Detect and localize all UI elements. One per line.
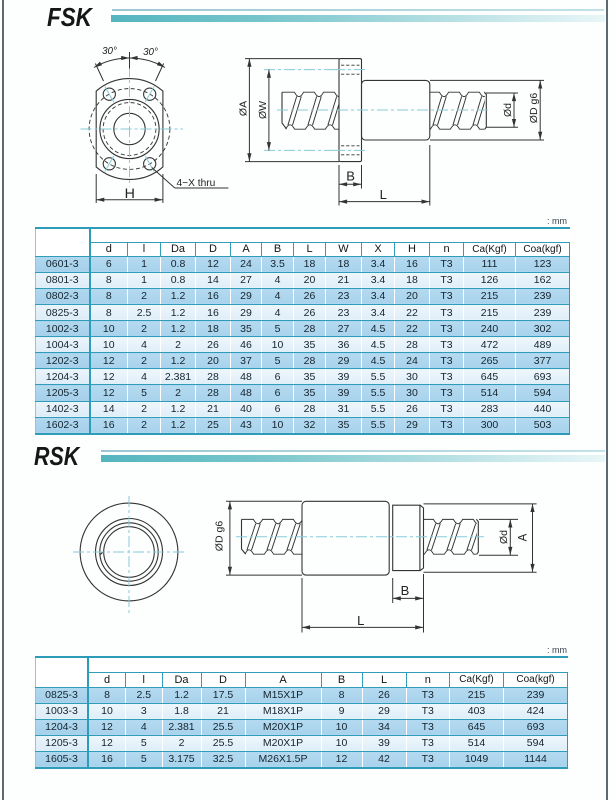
svg-text:Ød: Ød [502,103,514,117]
svg-text:4−X thru: 4−X thru [177,178,216,189]
svg-text:L: L [357,613,364,628]
svg-text:ØW: ØW [257,101,269,119]
svg-text:A: A [518,533,530,541]
svg-text:ØD g6: ØD g6 [528,93,540,124]
svg-text:B: B [346,169,355,184]
svg-text:ØA: ØA [238,101,250,116]
svg-text:30°: 30° [102,46,117,57]
svg-text:B: B [401,583,410,598]
svg-text:ØD g6: ØD g6 [214,521,226,552]
svg-text:L: L [380,187,387,202]
svg-text:H: H [125,186,135,202]
svg-text:Ød: Ød [498,530,510,544]
svg-text:30°: 30° [143,47,158,58]
